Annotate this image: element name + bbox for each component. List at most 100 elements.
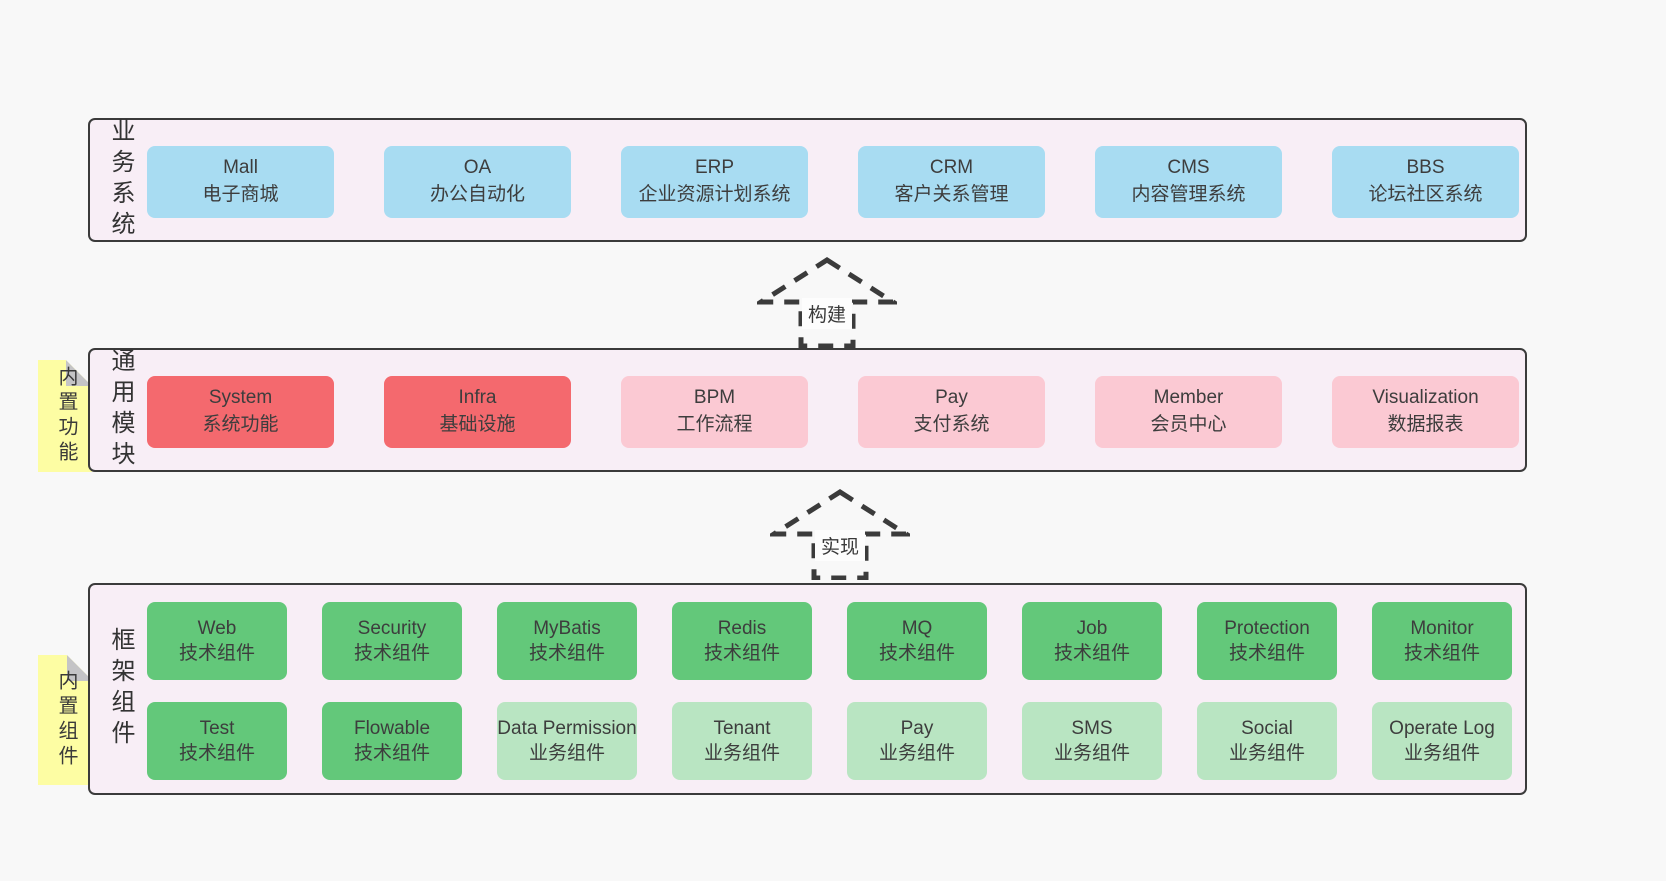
- component-redis: Redis 技术组件: [672, 602, 812, 680]
- component-desc: 技术组件: [178, 643, 255, 664]
- component-name: Job: [1076, 617, 1108, 639]
- module-mall: Mall 电子商城: [147, 146, 334, 218]
- component-name: Tenant: [713, 717, 771, 739]
- dashed-up-arrow-implement: 实现: [770, 488, 910, 580]
- component-desc: 业务组件: [703, 743, 780, 764]
- module-bpm: BPM 工作流程: [621, 376, 808, 448]
- component-desc: 技术组件: [1053, 643, 1130, 664]
- component-social: Social 业务组件: [1197, 702, 1337, 780]
- module-desc: 支付系统: [913, 414, 990, 435]
- component-mq: MQ 技术组件: [847, 602, 987, 680]
- module-desc: 内容管理系统: [1131, 184, 1246, 205]
- module-desc: 企业资源计划系统: [638, 184, 791, 205]
- band-label: 通用模块: [107, 348, 134, 472]
- dashed-up-arrow-build: 构建: [757, 256, 897, 348]
- module-desc: 系统功能: [202, 414, 279, 435]
- module-desc: 会员中心: [1150, 414, 1227, 435]
- framework-components-row-1: Web 技术组件 Security 技术组件 MyBatis 技术组件 Redi…: [147, 602, 1512, 680]
- component-name: Security: [357, 617, 427, 639]
- component-monitor: Monitor 技术组件: [1372, 602, 1512, 680]
- module-infra: Infra 基础设施: [384, 376, 571, 448]
- module-cms: CMS 内容管理系统: [1095, 146, 1282, 218]
- module-name: CMS: [1167, 157, 1210, 179]
- component-desc: 技术组件: [353, 743, 430, 764]
- module-crm: CRM 客户关系管理: [858, 146, 1045, 218]
- module-desc: 基础设施: [439, 414, 516, 435]
- component-name: MQ: [901, 617, 933, 639]
- component-name: Operate Log: [1389, 717, 1495, 739]
- component-desc: 技术组件: [1403, 643, 1480, 664]
- component-job: Job 技术组件: [1022, 602, 1162, 680]
- module-bbs: BBS 论坛社区系统: [1332, 146, 1519, 218]
- up-arrow-icon: [757, 257, 897, 348]
- component-desc: 业务组件: [878, 743, 955, 764]
- component-pay: Pay 业务组件: [847, 702, 987, 780]
- component-desc: 技术组件: [703, 643, 780, 664]
- module-name: Member: [1153, 387, 1224, 409]
- module-desc: 论坛社区系统: [1368, 184, 1483, 205]
- component-name: Pay: [900, 717, 934, 739]
- module-desc: 办公自动化: [429, 184, 525, 205]
- component-web: Web 技术组件: [147, 602, 287, 680]
- business-systems-row: Mall 电子商城 OA 办公自动化 ERP 企业资源计划系统 CRM 客户关系…: [147, 146, 1519, 218]
- component-desc: 业务组件: [528, 743, 605, 764]
- component-protection: Protection 技术组件: [1197, 602, 1337, 680]
- arrow-label: 构建: [801, 298, 853, 329]
- module-system: System 系统功能: [147, 376, 334, 448]
- component-desc: 技术组件: [878, 643, 955, 664]
- component-desc: 技术组件: [178, 743, 255, 764]
- module-desc: 电子商城: [202, 184, 279, 205]
- component-name: Protection: [1224, 617, 1310, 639]
- framework-components-row-2: Test 技术组件 Flowable 技术组件 Data Permission …: [147, 702, 1512, 780]
- module-name: BPM: [693, 387, 736, 409]
- sticky-label: 内置功能: [55, 366, 77, 466]
- component-security: Security 技术组件: [322, 602, 462, 680]
- component-name: Test: [199, 717, 235, 739]
- component-data-permission: Data Permission 业务组件: [497, 702, 637, 780]
- component-name: Monitor: [1410, 617, 1474, 639]
- component-mybatis: MyBatis 技术组件: [497, 602, 637, 680]
- component-name: Web: [197, 617, 237, 639]
- module-name: OA: [463, 157, 492, 179]
- component-flowable: Flowable 技术组件: [322, 702, 462, 780]
- common-modules-row: System 系统功能 Infra 基础设施 BPM 工作流程 Pay 支付系统…: [147, 376, 1519, 448]
- module-visualization: Visualization 数据报表: [1332, 376, 1519, 448]
- component-name: SMS: [1071, 717, 1113, 739]
- sticky-note-built-in-features: 内置功能: [38, 360, 92, 472]
- component-desc: 业务组件: [1403, 743, 1480, 764]
- module-member: Member 会员中心: [1095, 376, 1282, 448]
- module-erp: ERP 企业资源计划系统: [621, 146, 808, 218]
- sticky-label: 内置组件: [55, 670, 77, 770]
- component-desc: 业务组件: [1228, 743, 1305, 764]
- up-arrow-icon: [770, 489, 910, 580]
- module-name: Infra: [458, 387, 497, 409]
- component-sms: SMS 业务组件: [1022, 702, 1162, 780]
- module-name: ERP: [694, 157, 735, 179]
- component-desc: 技术组件: [353, 643, 430, 664]
- module-name: Pay: [935, 387, 968, 409]
- module-name: System: [208, 387, 273, 409]
- component-operate-log: Operate Log 业务组件: [1372, 702, 1512, 780]
- component-desc: 技术组件: [1228, 643, 1305, 664]
- component-name: Flowable: [353, 717, 431, 739]
- component-name: Data Permission: [497, 717, 637, 739]
- component-desc: 技术组件: [528, 643, 605, 664]
- module-desc: 数据报表: [1387, 414, 1464, 435]
- module-name: Visualization: [1372, 387, 1479, 409]
- component-tenant: Tenant 业务组件: [672, 702, 812, 780]
- module-desc: 客户关系管理: [894, 184, 1009, 205]
- band-framework-components: 框架组件 Web 技术组件 Security 技术组件 MyBatis 技术组件…: [88, 583, 1527, 795]
- component-name: Social: [1241, 717, 1293, 739]
- band-label: 框架组件: [107, 627, 134, 751]
- sticky-note-built-in-components: 内置组件: [38, 655, 93, 785]
- arrow-label: 实现: [814, 530, 866, 561]
- module-desc: 工作流程: [676, 414, 753, 435]
- component-test: Test 技术组件: [147, 702, 287, 780]
- module-pay: Pay 支付系统: [858, 376, 1045, 448]
- module-oa: OA 办公自动化: [384, 146, 571, 218]
- component-name: Redis: [717, 617, 767, 639]
- module-name: CRM: [929, 157, 974, 179]
- band-label: 业务系统: [107, 118, 134, 242]
- component-name: MyBatis: [533, 617, 601, 639]
- band-business-systems: 业务系统 Mall 电子商城 OA 办公自动化 ERP 企业资源计划系统 CRM…: [88, 118, 1527, 242]
